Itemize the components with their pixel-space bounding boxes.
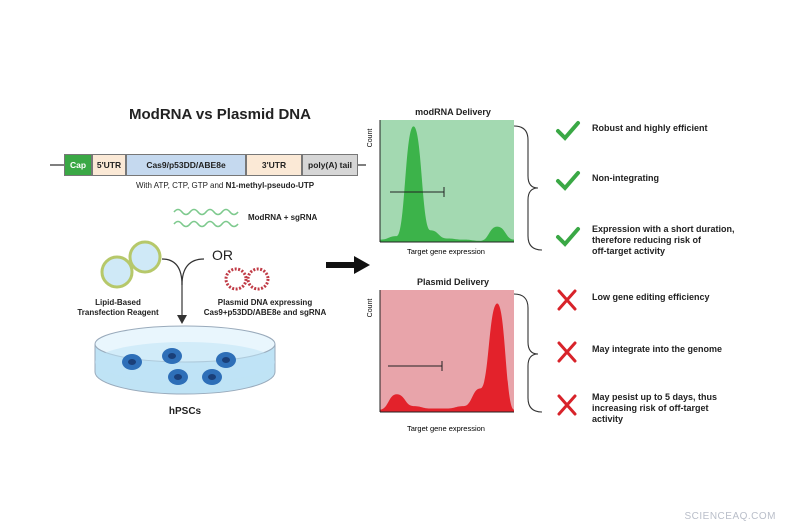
result-line: May pesist up to 5 days, thus	[592, 392, 718, 402]
construct-3utr: 3'UTR	[246, 154, 302, 176]
result-text: Non-integrating	[592, 173, 787, 184]
result-text: Robust and highly efficient	[592, 123, 787, 134]
x-axis-label: Target gene expression	[407, 424, 485, 433]
cross-icon	[557, 394, 577, 416]
plot-background-modrna	[380, 120, 514, 242]
cross-icon	[557, 341, 577, 363]
plot-title-modrna: modRNA Delivery	[415, 107, 491, 117]
watermark: SCIENCEAQ.COM	[684, 511, 776, 522]
lipid-vesicles	[100, 240, 162, 289]
construct-cds: Cas9/p53DD/ABE8e	[126, 154, 246, 176]
result-line: May integrate into the genome	[592, 344, 723, 354]
x-axis-label: Target gene expression	[407, 247, 485, 256]
check-icon	[556, 171, 580, 191]
result-line: Robust and highly efficient	[592, 123, 708, 133]
or-label: OR	[212, 247, 233, 263]
check-icon	[556, 227, 580, 247]
result-text: Low gene editing efficiency	[592, 292, 787, 303]
result-text: May integrate into the genome	[592, 344, 787, 355]
result-text: Expression with a short duration,therefo…	[592, 224, 787, 257]
plasmid-rings	[224, 267, 270, 291]
y-axis-label: Count	[367, 299, 374, 318]
result-line: Expression with a short duration,	[592, 224, 735, 234]
construct-note: With ATP, CTP, GTP and N1-methyl-pseudo-…	[135, 181, 315, 190]
brace-plasmid	[513, 293, 543, 413]
result-line: Non-integrating	[592, 173, 659, 183]
result-line: off-target activity	[592, 246, 666, 256]
histogram-modrna: Count Target gene expression	[367, 120, 514, 256]
cell-cluster	[122, 348, 236, 385]
histogram-plasmid: Count Target gene expression	[367, 290, 514, 433]
histogram-peaks	[380, 126, 514, 242]
result-line: increasing risk of off-target	[592, 403, 709, 413]
modrna-strands	[173, 208, 239, 228]
histogram-peaks	[380, 303, 514, 412]
petri-dish	[94, 325, 276, 395]
cross-icon	[557, 289, 577, 311]
modrna-label: ModRNA + sgRNA	[248, 213, 318, 222]
result-line: activity	[592, 414, 624, 424]
construct-polya: poly(A) tail	[302, 154, 358, 176]
big-arrow	[326, 256, 370, 274]
brace-modrna	[513, 125, 543, 251]
result-line: therefore reducing risk of	[592, 235, 702, 245]
check-icon	[556, 121, 580, 141]
cells-label: hPSCs	[168, 406, 202, 417]
result-line: Low gene editing efficiency	[592, 292, 710, 302]
diagram-title: ModRNA vs Plasmid DNA	[129, 106, 311, 123]
construct-cap: Cap	[64, 154, 92, 176]
construct-5utr: 5'UTR	[92, 154, 126, 176]
y-axis-label: Count	[367, 129, 374, 148]
plot-title-plasmid: Plasmid Delivery	[416, 277, 490, 287]
converging-arrow	[161, 258, 205, 324]
